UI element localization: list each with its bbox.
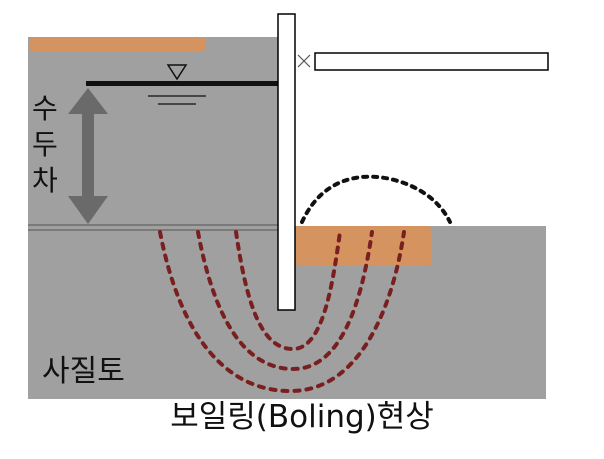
flow-path-inner: [234, 230, 342, 352]
strut-joint-icon: [297, 54, 311, 68]
water-level-icon: [148, 64, 206, 105]
soil-type-label: 사질토: [42, 354, 125, 389]
horizontal-strut: [314, 52, 549, 71]
surface-sand-patch: [30, 37, 205, 51]
flow-path-middle: [196, 230, 374, 372]
boiling-sand-patch: [294, 226, 432, 266]
seepage-flow-paths: [158, 230, 406, 394]
water-table-line: [86, 81, 278, 86]
head-difference-arrow: [68, 88, 108, 224]
heave-arc: [300, 174, 452, 224]
flow-path-outer: [158, 230, 406, 394]
sheet-pile-wall: [277, 13, 296, 311]
diagram-caption: 보일링(Boling)현상: [170, 399, 434, 435]
excavation-level-line: [28, 224, 278, 231]
